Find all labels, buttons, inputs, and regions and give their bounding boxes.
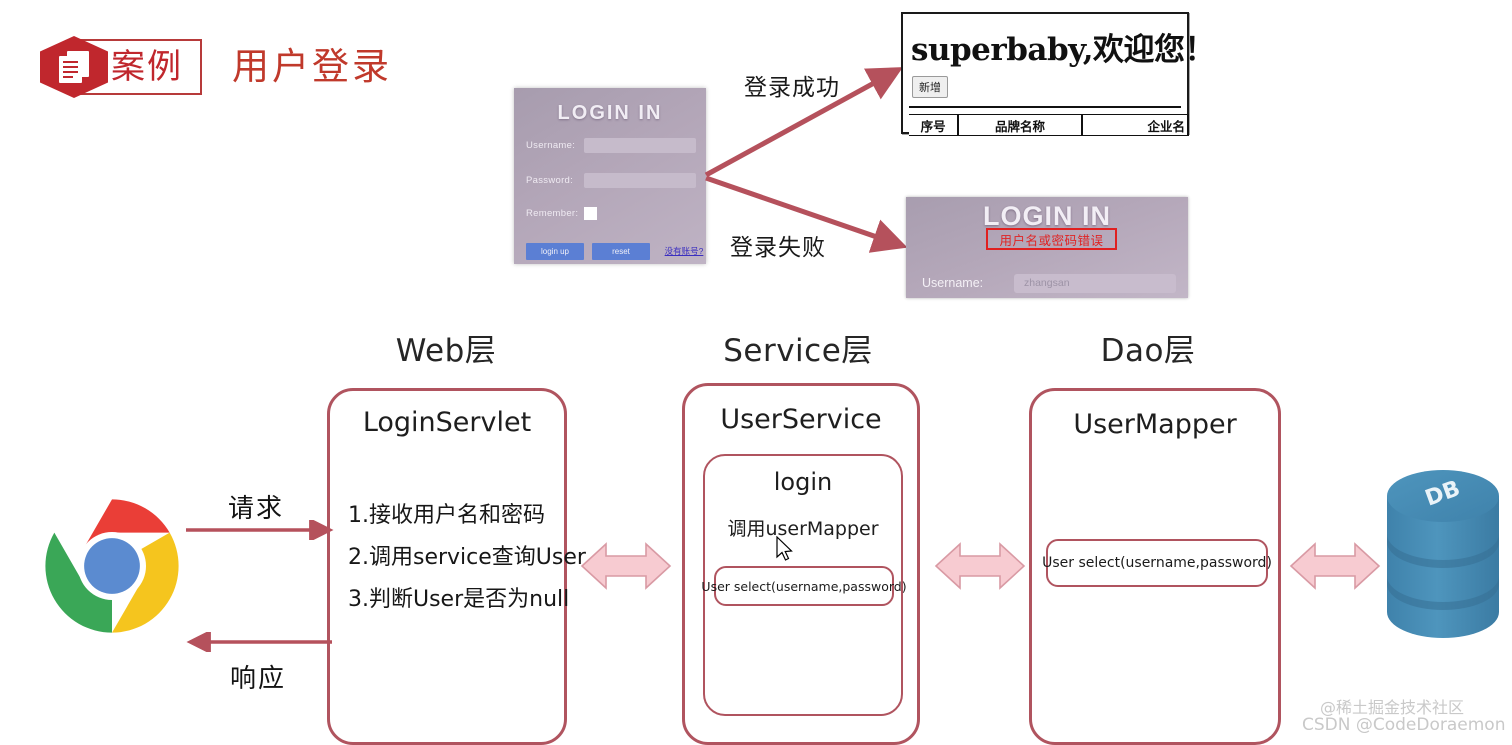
dao-layer-box: UserMapper User select(username,password…: [1029, 388, 1281, 745]
response-arrow: [186, 632, 332, 652]
request-label: 请求: [228, 494, 285, 524]
username-row: Username:: [526, 138, 696, 156]
service-dao-double-arrow: [934, 542, 1026, 590]
servlet-step: 3.判断User是否为null: [348, 587, 570, 612]
case-badge: 案例: [40, 36, 202, 98]
response-label: 响应: [230, 664, 287, 694]
web-layer-box: LoginServlet 1.接收用户名和密码 2.调用service查询Use…: [327, 388, 586, 745]
service-sql-signature: User select(username,password): [701, 566, 907, 606]
failure-username-label: Username:: [922, 276, 984, 290]
dao-sql-signature: User select(username,password): [1042, 539, 1272, 587]
password-row: Password:: [526, 173, 696, 191]
username-label: Username:: [526, 140, 576, 151]
table-header-cell: 企业名: [1082, 115, 1189, 136]
mouse-cursor-icon: [776, 536, 793, 561]
user-service-title: UserService: [720, 404, 882, 435]
servlet-step: 2.调用service查询User: [348, 545, 586, 570]
servlet-step: 1.接收用户名和密码: [348, 503, 545, 528]
request-arrow: [186, 520, 334, 540]
brand-table-header: 序号 品牌名称 企业名: [909, 114, 1189, 136]
chrome-icon: [45, 499, 179, 633]
user-mapper-title: UserMapper: [1073, 409, 1237, 440]
login-up-button[interactable]: login up: [526, 243, 584, 260]
error-message: 用户名或密码错误: [986, 228, 1117, 250]
failure-username-value: zhangsan: [1024, 277, 1070, 289]
service-layer-box: UserService login 调用userMapper User sele…: [682, 383, 920, 745]
register-link[interactable]: 没有账号?: [664, 246, 704, 256]
password-input[interactable]: [584, 173, 696, 188]
database-icon: DB: [1387, 470, 1499, 638]
remember-checkbox[interactable]: [584, 207, 597, 220]
login-form-screenshot: LOGIN IN Username: Password: Remember: l…: [514, 88, 706, 264]
web-service-double-arrow: [580, 542, 672, 590]
layer-title-web: Web层: [395, 333, 497, 369]
failure-username-input[interactable]: zhangsan: [1014, 274, 1176, 293]
login-method-box: login 调用userMapper User select(username,…: [701, 454, 907, 716]
add-button[interactable]: 新增: [912, 76, 948, 98]
dao-db-double-arrow: [1289, 542, 1381, 590]
failure-username-row: Username: zhangsan: [922, 274, 1176, 293]
password-label: Password:: [526, 175, 574, 186]
reset-button[interactable]: reset: [592, 243, 650, 260]
remember-row: Remember:: [526, 207, 696, 224]
login-failure-screenshot: LOGIN IN 用户名或密码错误 Username: zhangsan: [906, 197, 1188, 298]
branch-label-success: 登录成功: [744, 75, 840, 101]
welcome-text: superbaby,欢迎您！: [911, 32, 1216, 68]
divider: [909, 106, 1181, 108]
table-header-cell: 序号: [909, 115, 960, 136]
remember-label: Remember:: [526, 208, 579, 219]
watermark-juejin: @稀土掘金技术社区: [1320, 698, 1465, 717]
login-servlet-steps: 1.接收用户名和密码 2.调用service查询User 3.判断User是否为…: [348, 495, 586, 621]
page-title: 用户登录: [232, 45, 392, 88]
failure-form-title: LOGIN IN: [983, 201, 1111, 231]
login-servlet-title: LoginServlet: [362, 407, 532, 438]
table-header-cell: 品牌名称: [959, 115, 1083, 136]
login-method-desc: 调用userMapper: [727, 518, 879, 540]
badge-label: 案例: [111, 47, 183, 87]
branch-arrows: [704, 67, 908, 253]
login-form-title: LOGIN IN: [557, 102, 663, 124]
branch-label-failure: 登录失败: [730, 235, 826, 261]
login-method-title: login: [773, 468, 833, 496]
login-success-screenshot: superbaby,欢迎您！ 新增 序号 品牌名称 企业名: [901, 12, 1216, 136]
layer-title-dao: Dao层: [1100, 333, 1196, 369]
watermark-csdn: CSDN @CodeDoraemon: [1302, 715, 1506, 735]
layer-title-service: Service层: [723, 333, 873, 369]
username-input[interactable]: [584, 138, 696, 153]
login-actions: login up reset 没有账号?: [526, 243, 703, 260]
